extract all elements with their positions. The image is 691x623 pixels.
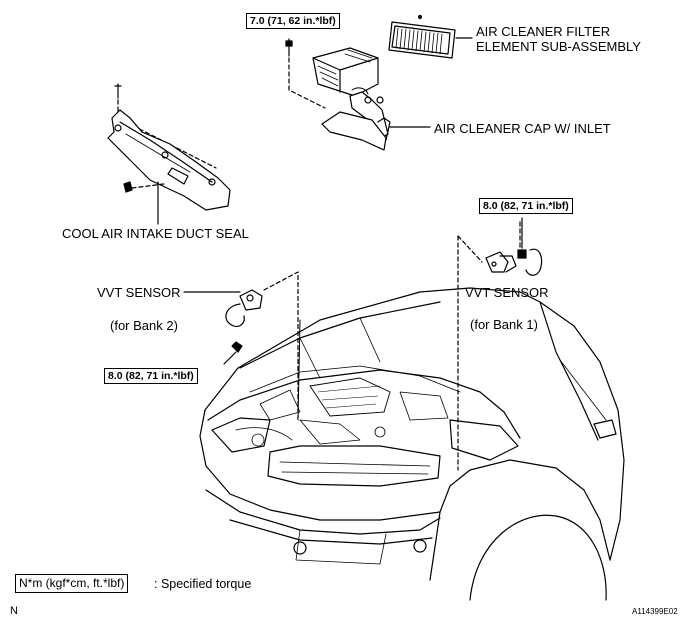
label-duct-seal: COOL AIR INTAKE DUCT SEAL [62, 226, 249, 241]
legend-unit-box: N*m (kgf*cm, ft.*lbf) [15, 574, 129, 593]
vehicle-front [199, 287, 625, 601]
torque-box-vvt-bank1: 8.0 (82, 71 in.*lbf) [479, 198, 573, 214]
torque-box-vvt-bank2: 8.0 (82, 71 in.*lbf) [104, 368, 198, 384]
label-vvt-bank1: (for Bank 1) [470, 317, 538, 332]
corner-letter: N [10, 605, 18, 617]
torque-box-air-cap: 7.0 (71, 62 in.*lbf) [246, 13, 340, 29]
cap-bolt-dashed-guide [288, 57, 326, 109]
vvt-sensor-bank2-part [225, 289, 263, 353]
vvt1-dashed-guide-b [457, 235, 483, 263]
vvt2-torque-leader [223, 351, 237, 365]
air-filter-element [388, 14, 456, 59]
label-vvt-sensor-bank2: VVT SENSOR [97, 285, 181, 300]
legend-meaning: : Specified torque [154, 577, 252, 591]
air-cleaner-cap [312, 47, 391, 151]
label-air-filter-line2: ELEMENT SUB-ASSEMBLY [476, 39, 641, 54]
vvt2-dashed-guide [263, 271, 299, 419]
intake-duct-seal [107, 83, 231, 211]
cap-bolt [285, 38, 293, 57]
label-air-filter-line1: AIR CLEANER FILTER [476, 24, 611, 39]
vvt-sensor-bank1-part [485, 217, 543, 276]
figure-id: A114399E02 [632, 607, 678, 616]
label-air-cleaner-cap: AIR CLEANER CAP W/ INLET [434, 121, 611, 136]
label-vvt-sensor-bank1: VVT SENSOR [465, 285, 549, 300]
label-vvt-bank2: (for Bank 2) [110, 318, 178, 333]
